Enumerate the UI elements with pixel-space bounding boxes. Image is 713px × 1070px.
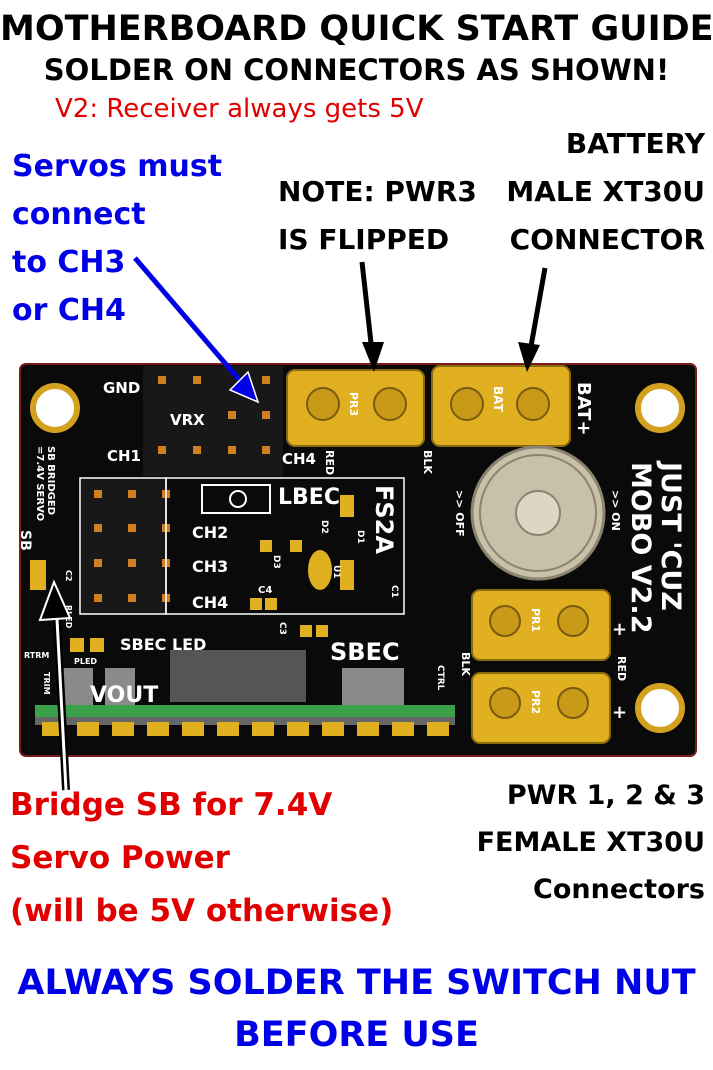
brand-line1: JUST 'CUZ bbox=[655, 460, 686, 611]
label-red2: RED bbox=[615, 656, 628, 681]
callout-line: or CH4 bbox=[12, 293, 126, 328]
callout-line: Servos must bbox=[12, 149, 223, 184]
label-sb-bridged: SB BRIDGED bbox=[45, 446, 56, 515]
label-fs2a: FS2A bbox=[370, 485, 398, 554]
header-pad bbox=[182, 722, 204, 736]
label-ch3: CH3 bbox=[192, 557, 228, 576]
header-pad bbox=[77, 722, 99, 736]
label-ch4: CH4 bbox=[192, 593, 228, 612]
header-pad bbox=[322, 722, 344, 736]
servo-arrow bbox=[133, 256, 260, 404]
label-sbec-led: SBEC LED bbox=[120, 635, 206, 654]
footer-line-1: ALWAYS SOLDER THE SWITCH NUT bbox=[17, 963, 696, 1003]
label-pr2: PR2 bbox=[529, 690, 542, 714]
callout-line: BATTERY bbox=[565, 127, 705, 160]
callout-line: (will be 5V otherwise) bbox=[10, 893, 394, 929]
label-ch4-top: CH4 bbox=[282, 450, 316, 468]
label-sb: SB bbox=[17, 530, 33, 551]
callout-line: IS FLIPPED bbox=[278, 223, 450, 256]
label-pr1: PR1 bbox=[529, 608, 542, 632]
label-c2: C2 bbox=[64, 570, 73, 581]
label-u1: U1 bbox=[331, 565, 341, 579]
label-sbec: SBEC bbox=[330, 638, 400, 666]
callout-line: CONNECTOR bbox=[509, 223, 705, 256]
pwr3-arrow bbox=[359, 261, 384, 372]
brand-line2: MOBO V2.2 bbox=[625, 462, 656, 633]
label-c4: C4 bbox=[258, 585, 272, 596]
label-d3: D3 bbox=[271, 555, 281, 569]
header-pad bbox=[392, 722, 414, 736]
label-bat-plus: BAT+ bbox=[573, 382, 594, 436]
pwr3-connector bbox=[286, 369, 425, 447]
label-lbec: LBEC bbox=[278, 485, 340, 510]
bat-connector bbox=[431, 365, 571, 447]
page-title: MOTHERBOARD QUICK START GUIDE bbox=[0, 9, 713, 49]
label-red: RED bbox=[323, 450, 336, 475]
callout-line: NOTE: PWR3 bbox=[278, 175, 477, 208]
label-d1: D1 bbox=[355, 530, 365, 544]
header-pins bbox=[158, 376, 270, 454]
servo-header bbox=[79, 477, 167, 615]
label-d2: D2 bbox=[319, 520, 329, 534]
mount-hole bbox=[635, 383, 685, 433]
label-trim: TRIM bbox=[42, 672, 51, 695]
header-pad bbox=[252, 722, 274, 736]
callout-line: Bridge SB for 7.4V bbox=[10, 787, 333, 823]
label-on: >> ON bbox=[609, 490, 622, 531]
header-pad bbox=[427, 722, 449, 736]
header-pads bbox=[42, 722, 449, 736]
label-pr3: PR3 bbox=[347, 392, 360, 416]
callout-line: MALE XT30U bbox=[506, 175, 705, 208]
label-ctrl: CTRL bbox=[435, 665, 445, 691]
pwr2-connector bbox=[471, 672, 611, 744]
power-switch bbox=[470, 445, 606, 581]
mount-hole bbox=[635, 683, 685, 733]
callout-line: PWR 1, 2 & 3 bbox=[506, 780, 705, 811]
label-pled: PLED bbox=[74, 657, 97, 666]
callout-line: connect bbox=[12, 197, 146, 232]
label-plus1: + bbox=[612, 619, 627, 640]
mount-hole bbox=[30, 383, 80, 433]
header-pad bbox=[357, 722, 379, 736]
callout-line: Servo Power bbox=[10, 840, 230, 876]
label-plus2: + bbox=[612, 702, 627, 723]
page-subtitle: SOLDER ON CONNECTORS AS SHOWN! bbox=[43, 53, 670, 87]
label-vrx: VRX bbox=[170, 411, 205, 429]
header-pad bbox=[217, 722, 239, 736]
callout-line: FEMALE XT30U bbox=[476, 827, 705, 858]
header-pad bbox=[147, 722, 169, 736]
label-blk2: BLK bbox=[459, 652, 472, 676]
bridge-arrow bbox=[38, 579, 72, 791]
callout-line: Connectors bbox=[533, 874, 705, 905]
label-servo-74: =7.4V SERVO bbox=[34, 446, 45, 521]
v2-note: V2: Receiver always gets 5V bbox=[55, 94, 424, 124]
label-blk: BLK bbox=[421, 450, 434, 474]
header-pad bbox=[42, 722, 64, 736]
smd-pads bbox=[30, 495, 354, 652]
header-pad bbox=[112, 722, 134, 736]
pin-header bbox=[143, 366, 283, 476]
header-pad bbox=[287, 722, 309, 736]
pin-header-strip bbox=[35, 705, 455, 717]
label-ch2: CH2 bbox=[192, 523, 228, 542]
label-bat: BAT bbox=[491, 386, 505, 413]
battery-arrow bbox=[518, 267, 548, 372]
label-c1: C1 bbox=[389, 585, 399, 598]
label-rtrm: RTRM bbox=[24, 651, 49, 660]
label-vout: VOUT bbox=[90, 683, 158, 708]
label-ch1: CH1 bbox=[107, 447, 141, 465]
callout-line: to CH3 bbox=[12, 245, 126, 280]
label-c3: C3 bbox=[277, 622, 287, 635]
label-gnd: GND bbox=[103, 379, 140, 397]
pwr1-connector bbox=[471, 589, 611, 661]
footer-line-2: BEFORE USE bbox=[234, 1015, 479, 1055]
label-off: >> OFF bbox=[453, 490, 466, 537]
